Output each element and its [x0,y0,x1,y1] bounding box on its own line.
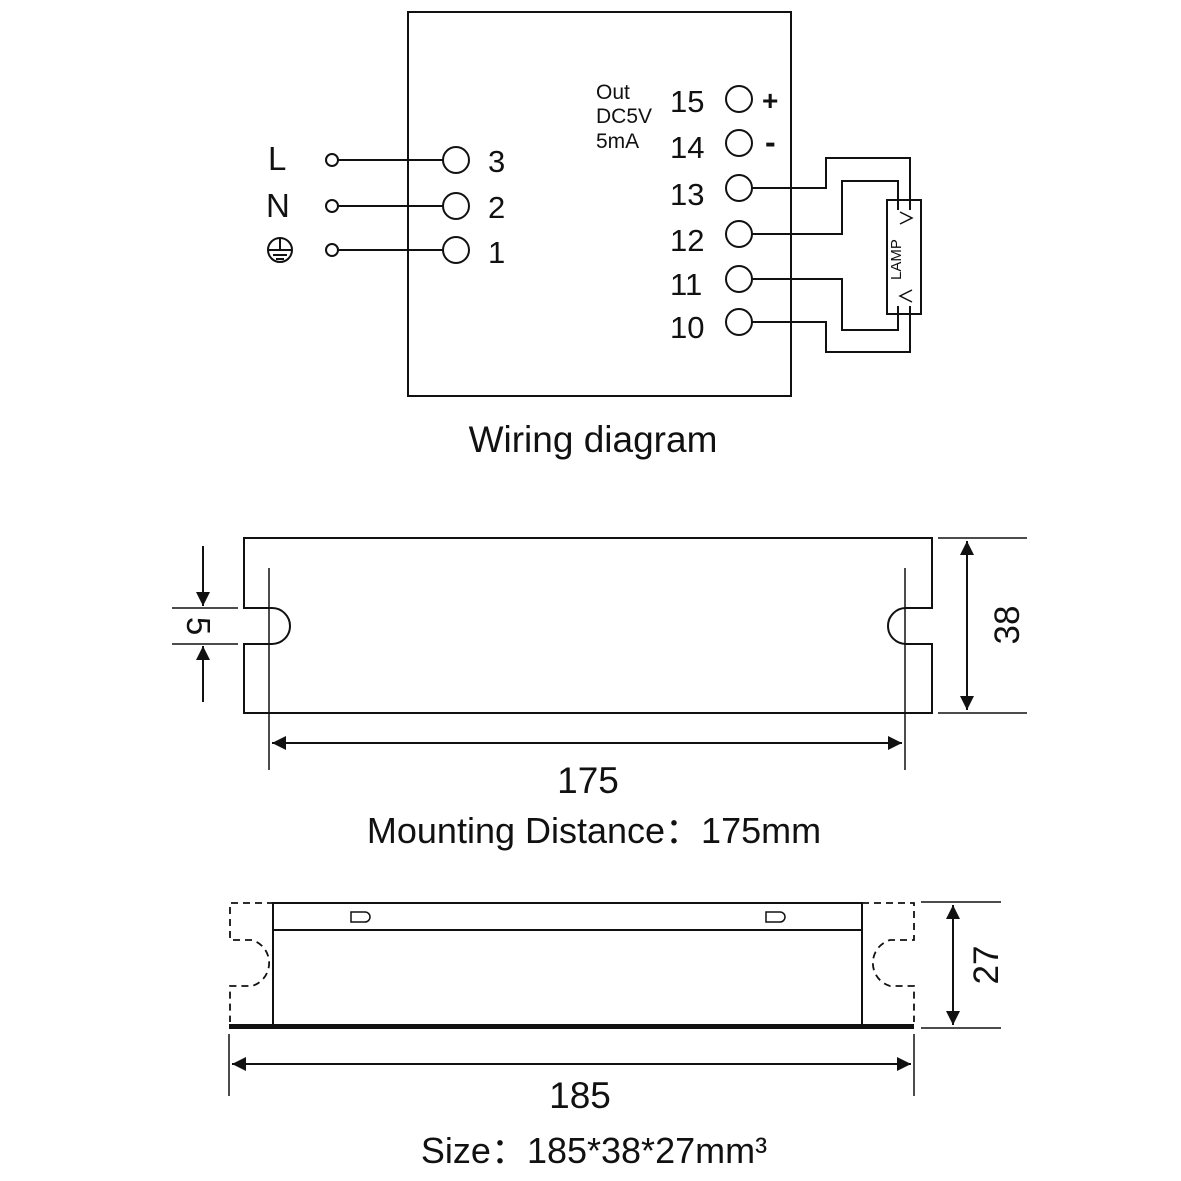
lamp-pin-bottom [898,289,913,303]
input-label-l: L [268,140,286,177]
tab-left-dashed [229,902,274,1022]
lamp-label: LAMP [888,239,905,280]
terminal-13 [725,174,753,202]
mounting-plate-outline [243,537,933,714]
terminal-11 [725,265,753,293]
terminal-label-12: 12 [670,223,704,258]
terminal-10 [725,308,753,336]
terminal-label-13: 13 [670,177,704,212]
terminal-label-11: 11 [670,267,702,302]
output-note-line-3: 5mA [596,130,639,153]
lamp-wiring: LAMP [752,157,922,353]
input-node-ground [325,243,339,257]
lamp-pin-top [899,211,914,225]
input-node-l [325,153,339,167]
terminal-2 [442,192,470,220]
output-note-line-2: DC5V [596,105,652,128]
wire-12 [752,180,899,235]
mount-length-dim: 175 [557,760,619,801]
input-node-n [325,199,339,213]
wire-10 [752,306,911,353]
case-base-plate [229,1024,914,1029]
wiring-caption: Wiring diagram [469,419,718,460]
terminal-3 [442,146,470,174]
terminal-12 [725,220,753,248]
terminal-label-14: 14 [670,130,704,165]
wire-11 [752,278,899,331]
screw-mark-left [350,911,371,923]
lamp-tube [886,199,922,315]
height-dim-27: 27 [967,946,1006,985]
terminal-label-15: 15 [670,84,704,119]
wire-13 [752,157,911,210]
size-length-dim: 185 [549,1075,611,1116]
terminal-1 [442,236,470,264]
polarity-plus: + [762,85,778,116]
terminal-label-10: 10 [670,310,704,345]
size-caption: Size：185*38*27mm³ [421,1130,767,1171]
terminal-label-3: 3 [488,144,505,179]
ground-icon [267,237,293,263]
input-terminals: L N 3 2 1 [266,140,505,270]
slot-dim-5: 5 [180,617,217,635]
terminal-15 [725,85,753,113]
ballast-box [407,11,792,397]
output-note-line-1: Out [596,81,630,104]
height-dim-38: 38 [988,606,1027,645]
tab-right-dashed [862,902,915,1022]
output-terminals: 15 14 13 12 11 10 + - [670,84,778,345]
terminal-label-1: 1 [488,235,505,270]
terminal-14 [725,129,753,157]
polarity-minus: - [765,124,776,160]
side-view: 185 27 Size：185*38*27mm³ [228,901,1006,1171]
screw-mark-right [765,911,786,923]
wiring-diagram: L N 3 2 1 Out DC5V [266,11,922,460]
mounting-view: 175 38 5 Mounting Distance：175mm [172,537,1027,851]
output-note: Out DC5V 5mA [596,81,652,153]
terminal-label-2: 2 [488,190,505,225]
mounting-caption: Mounting Distance：175mm [367,810,821,851]
input-label-n: N [266,187,290,224]
